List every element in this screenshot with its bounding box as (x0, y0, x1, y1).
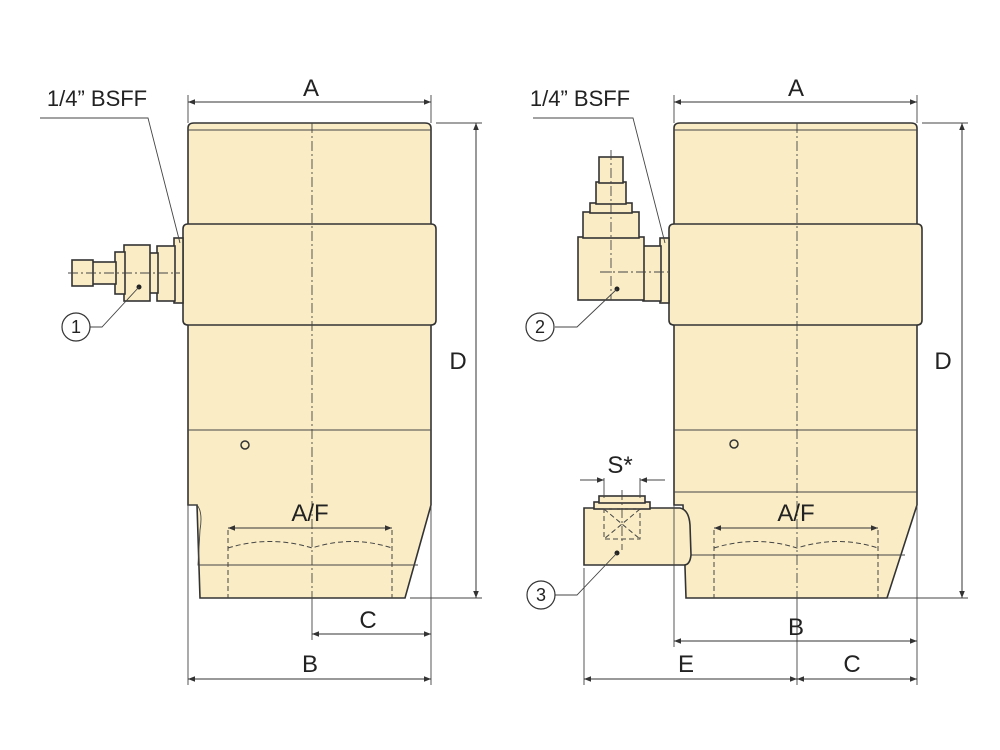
dim-e: E (678, 651, 694, 678)
callout-1: 1 (71, 317, 81, 337)
dim-b: B (788, 614, 804, 641)
cylinder-body (182, 122, 437, 599)
elbow-fitting-2[interactable] (577, 150, 670, 304)
square-drive-adapter-3[interactable] (583, 490, 692, 566)
coupler-fitting-1[interactable] (68, 237, 184, 304)
dim-b: B (302, 651, 318, 678)
bleed-screw-icon (729, 439, 739, 449)
callout-circle (61, 312, 91, 342)
dim-d: D (449, 348, 466, 375)
right-view: 1/4” BSFF 2 S* 3 A D A/F B E C (525, 75, 968, 685)
dim-a: A (303, 75, 319, 102)
dim-a: A (788, 75, 804, 102)
dim-af: A/F (291, 500, 328, 527)
callout-circle (525, 312, 555, 342)
callout-3: 3 (536, 585, 546, 605)
dim-c: C (843, 651, 860, 678)
left-view: 1/4” BSFF 1 A D A/F C B (40, 75, 482, 685)
callout-2: 2 (535, 317, 545, 337)
dim-c: C (359, 607, 376, 634)
port-label: 1/4” BSFF (47, 86, 147, 111)
dim-d: D (934, 348, 951, 375)
callout-circle (526, 580, 556, 610)
port-label: 1/4” BSFF (530, 86, 630, 111)
dim-s: S* (607, 452, 632, 479)
dim-af: A/F (777, 500, 814, 527)
cylinder-body (668, 122, 923, 599)
bleed-screw-icon (240, 440, 250, 450)
